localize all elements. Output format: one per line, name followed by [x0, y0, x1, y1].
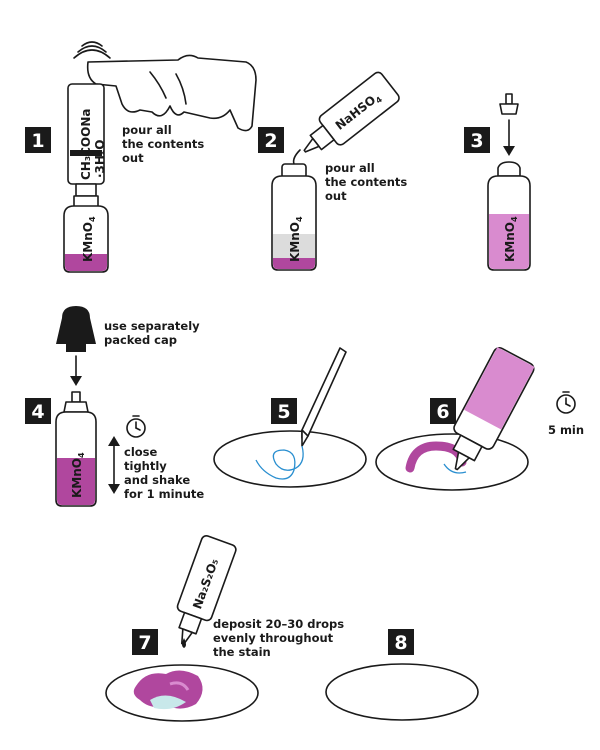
cap-label-sub: ·3H₂O — [93, 140, 107, 178]
svg-text:KMnO4: KMnO4 — [503, 216, 519, 262]
step-text-line: for 1 minute — [124, 487, 204, 501]
svg-text:·3H₂O: ·3H₂O — [93, 140, 107, 178]
step-3: KMnO4 3 — [464, 93, 531, 271]
hand-icon — [86, 54, 257, 132]
surface-ellipse — [325, 663, 479, 721]
bottle-label: KMnO — [503, 222, 517, 262]
dropper-icon — [452, 347, 535, 471]
timer-icon — [126, 415, 146, 438]
step-number-badge — [388, 629, 414, 655]
surface-ellipse — [213, 430, 367, 488]
step-7: Na₂S₂O₅ 7 deposit 20–30 drops evenly thr… — [105, 534, 348, 722]
cap-label: CH₃COONa — [79, 109, 93, 180]
arrow-down-icon — [70, 355, 82, 386]
step-text-line: out — [325, 189, 347, 203]
bottle-label: KMnO — [81, 222, 95, 262]
svg-text:pour all the contents: pour all the contents out — [325, 161, 411, 203]
step-text-line: pour all — [122, 123, 172, 137]
svg-text:use separately packed ca: use separately packed cap — [104, 319, 204, 347]
step-5: 5 — [213, 347, 367, 488]
step-text-line: the stain — [213, 645, 271, 659]
step-text-line: tightly — [124, 459, 167, 473]
dropper-icon: NaHSO4 — [303, 71, 400, 153]
svg-text:CH₃COONa: CH₃COONa — [79, 109, 93, 180]
cap-icon — [56, 306, 96, 352]
bottle-label: KMnO — [288, 222, 302, 262]
step-number: 8 — [394, 632, 407, 654]
svg-text:KMnO4: KMnO4 — [288, 216, 304, 262]
vibration-icon — [73, 41, 111, 59]
surface-ellipse — [375, 433, 529, 491]
step-number-badge — [430, 398, 456, 424]
swab-icon — [301, 347, 347, 447]
step-text-line: deposit 20–30 drops — [213, 617, 344, 631]
step-4: use separately packed cap KMnO4 4 — [25, 306, 204, 507]
step-text-line: evenly throughout — [213, 631, 334, 645]
timer-icon — [556, 391, 576, 414]
svg-text:KMnO4: KMnO4 — [81, 216, 97, 262]
step-text-line: out — [122, 151, 144, 165]
step-number-badge — [271, 398, 297, 424]
step-number: 3 — [470, 130, 483, 152]
step-number: 2 — [264, 130, 277, 152]
timer-text: 5 min — [548, 423, 584, 437]
svg-text:deposit 20–30 drops even: deposit 20–30 drops evenly throughout th… — [213, 617, 348, 659]
step-6: 6 5 min — [375, 347, 584, 491]
svg-text:KMnO4: KMnO4 — [70, 452, 86, 498]
step-number-badge — [464, 127, 490, 153]
step-number-badge — [25, 127, 51, 153]
arrow-down-icon — [503, 119, 515, 156]
dropper-tip-icon — [499, 93, 519, 115]
step-text-line: pour all — [325, 161, 375, 175]
svg-text:pour all the contents: pour all the contents out — [122, 123, 208, 165]
cap-text-line: packed cap — [104, 333, 177, 347]
step-number-badge — [25, 398, 51, 424]
dropper-icon: Na₂S₂O₅ — [176, 534, 237, 646]
step-text-line: close — [124, 445, 158, 459]
cap-text-line: use separately — [104, 319, 200, 333]
step-number: 7 — [138, 632, 151, 654]
step-2: NaHSO4 KMnO4 2 pour all the contents out — [258, 71, 411, 271]
bottle-label: KMnO — [70, 458, 84, 498]
step-number-badge — [132, 629, 158, 655]
step-text-line: and shake — [124, 473, 190, 487]
step-8: 8 — [325, 629, 479, 721]
step-text-line: the contents — [122, 137, 204, 151]
step-number: 4 — [31, 401, 44, 423]
svg-text:close tightly and: close tightly and shake for 1 minute — [124, 445, 204, 501]
step-number: 6 — [436, 401, 449, 423]
step-text-line: the contents — [325, 175, 407, 189]
step-1: CH₃COONa ·3H₂O KMnO4 1 pour all the cont… — [25, 41, 257, 273]
step-number: 1 — [31, 130, 44, 152]
shake-arrow-icon — [108, 436, 120, 494]
step-number: 5 — [277, 401, 290, 423]
step-number-badge — [258, 127, 284, 153]
